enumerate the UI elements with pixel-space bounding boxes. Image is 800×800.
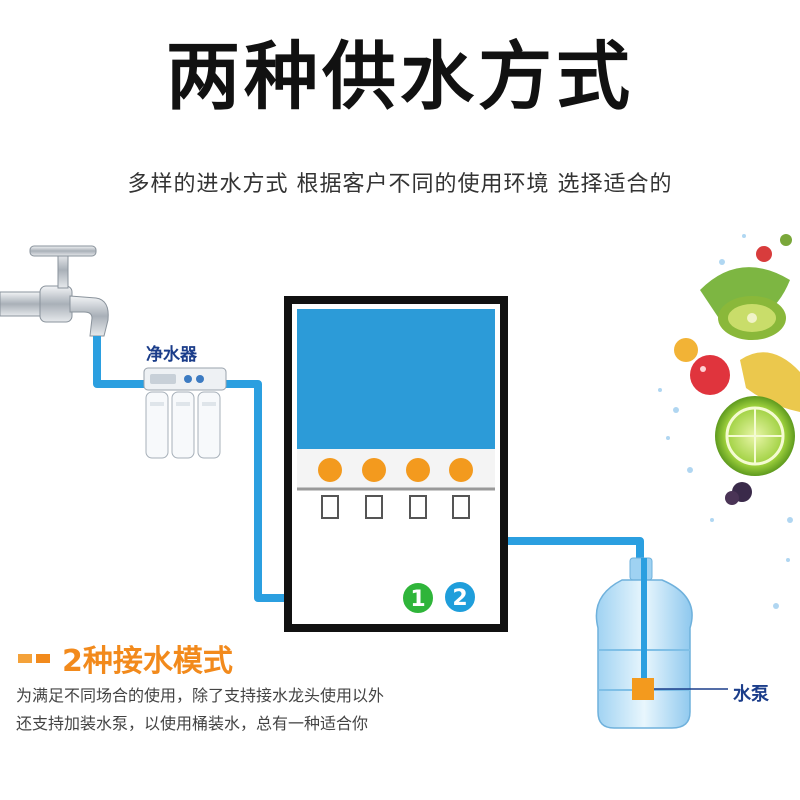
pump-icon <box>632 678 728 700</box>
water-bottle-icon <box>595 557 693 729</box>
mode-heading: 2种接水模式 <box>18 636 233 680</box>
pump-label: 水泵 <box>733 684 769 705</box>
inlet-badge-2: 2 <box>443 580 477 614</box>
page-subtitle: 多样的进水方式 根据客户不同的使用环境 选择适合的 <box>127 172 673 197</box>
purifier-label: 净水器 <box>146 345 197 365</box>
mode-description: 为满足不同场合的使用，除了支持接水龙头使用以外 还支持加装水泵，以使用桶装水，总… <box>16 682 384 738</box>
water-purifier-icon <box>143 367 227 459</box>
mode-heading-text: 2种接水模式 <box>62 644 233 679</box>
tap-buttons <box>318 458 473 482</box>
mode-heading-bars-icon <box>18 653 50 663</box>
faucet-icon <box>0 245 109 337</box>
fruit-splash-decoration <box>658 234 800 609</box>
mode-description-line-1: 为满足不同场合的使用，除了支持接水龙头使用以外 <box>16 686 385 705</box>
badge-1-text: 1 <box>410 587 425 612</box>
page-title: 两种供水方式 <box>166 34 634 120</box>
tap-nozzles <box>321 495 470 519</box>
badge-2-text: 2 <box>452 586 467 611</box>
mode-description-line-2: 还支持加装水泵，以使用桶装水，总有一种适合你 <box>16 714 369 733</box>
water-dispenser <box>284 296 508 632</box>
inlet-badge-1: 1 <box>401 581 435 615</box>
